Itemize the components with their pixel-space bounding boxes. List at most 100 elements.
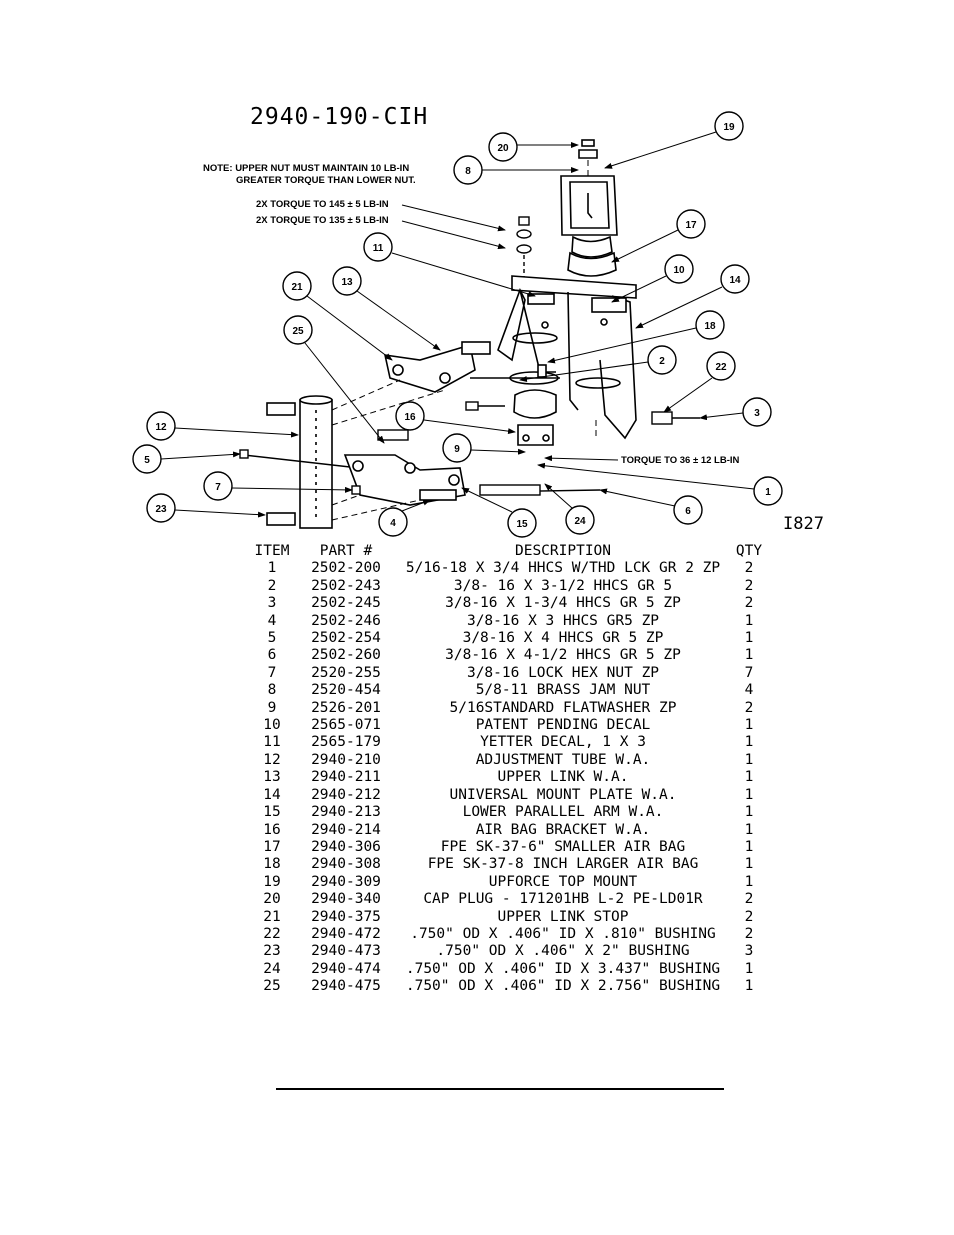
cell-part: 2940-475 [311,978,381,995]
cell-item: 9 [267,699,277,716]
cell-description: UPPER LINK W.A. [497,769,629,786]
callout-14: 14 [635,264,750,329]
cell-description: LOWER PARALLEL ARM W.A. [462,804,664,821]
cell-part: 2940-213 [311,804,381,821]
callout-16: 16 [395,401,516,435]
cell-part: 2940-212 [311,786,381,803]
cell-part: 2502-246 [311,612,381,629]
drawing-title: 2940-190-CIH [250,104,429,130]
cell-description: UPPER LINK STOP [497,908,629,925]
callout-label: 22 [715,362,727,373]
cell-qty: 1 [744,838,754,855]
cell-part: 2940-308 [311,856,381,873]
cell-part: 2940-472 [311,925,381,942]
callout-20: 20 [488,132,579,162]
lower-parallel-arm [343,454,466,506]
cell-part: 2940-340 [311,891,381,908]
callout-label: 10 [673,265,685,276]
cell-item: 2 [267,577,277,594]
cell-qty: 2 [744,595,754,612]
callout-22: 22 [663,351,736,413]
callout-label: 8 [465,166,471,177]
cell-part: 2502-200 [311,560,381,577]
cell-part: 2520-454 [311,682,381,699]
cell-qty: 1 [744,804,754,821]
cell-part: 2940-306 [311,838,381,855]
callout-label: 9 [454,444,460,455]
callout-label: 24 [574,516,586,527]
callout-label: 6 [685,506,691,517]
cell-qty: 2 [744,699,754,716]
callout-label: 14 [729,275,741,286]
adjustment-tube [266,395,333,529]
col-header-part: PART # [319,543,373,559]
cell-qty: 1 [744,734,754,751]
cell-description: .750" OD X .406" ID X .810" BUSHING [410,925,716,942]
callout-9: 9 [442,433,526,463]
cell-description: UPFORCE TOP MOUNT [488,873,638,890]
cell-part: 2940-474 [311,960,381,977]
callout-label: 4 [390,518,396,529]
cell-qty: 2 [744,908,754,925]
callout-13: 13 [332,266,441,351]
cell-description: 5/16-18 X 3/4 HHCS W/THD LCK GR 2 ZP [405,560,721,577]
cell-description: .750" OD X .406" ID X 2.756" BUSHING [405,978,721,995]
jam-nut-stack [516,216,532,280]
cell-item: 17 [263,838,281,855]
callout-25: 25 [283,315,385,444]
callout-label: 5 [144,455,150,466]
cell-item: 5 [267,630,277,647]
signature-line [276,1088,724,1090]
cell-qty: 1 [744,612,754,629]
cell-description: 3/8-16 X 4-1/2 HHCS GR 5 ZP [445,647,681,664]
callout-label: 7 [215,482,221,493]
cell-description: 3/8-16 X 3 HHCS GR5 ZP [466,612,660,629]
callout-11: 11 [363,232,536,297]
alignment-lines [331,160,597,521]
cell-description: .750" OD X .406" ID X 3.437" BUSHING [405,960,721,977]
cell-item: 13 [263,769,281,786]
cell-description: 5/8-11 BRASS JAM NUT [475,682,651,699]
cell-part: 2940-214 [311,821,381,838]
cell-qty: 1 [744,751,754,768]
cell-description: 3/8-16 X 4 HHCS GR 5 ZP [462,630,664,647]
cell-qty: 2 [744,925,754,942]
table-header-row: ITEM PART # DESCRIPTION QTY [250,543,770,560]
callout-7: 7 [203,471,353,501]
cell-qty: 2 [744,577,754,594]
figure-id: I827 [783,514,824,534]
callout-label: 2 [659,356,665,367]
callout-5: 5 [132,444,241,474]
cell-part: 2526-201 [311,699,381,716]
cell-item: 8 [267,682,277,699]
cell-part: 2520-255 [311,664,381,681]
cell-item: 4 [267,612,277,629]
callout-2: 2 [519,345,677,382]
note-line-2: GREATER TORQUE THAN LOWER NUT. [236,175,416,186]
callout-8: 8 [453,155,579,185]
callout-label: 3 [754,408,760,419]
cell-item: 7 [267,664,277,681]
upforce-top-mount [560,139,618,277]
assembly-note: NOTE: UPPER NUT MUST MAINTAIN 10 LB-IN G… [203,163,416,187]
cell-description: PATENT PENDING DECAL [475,717,651,734]
cell-qty: 2 [744,560,754,577]
callout-label: 1 [765,487,771,498]
callout-18: 18 [547,310,725,364]
cell-description: YETTER DECAL, 1 X 3 [480,734,646,751]
upper-link [383,341,560,393]
callout-21: 21 [282,271,393,361]
callout-label: 20 [497,143,509,154]
